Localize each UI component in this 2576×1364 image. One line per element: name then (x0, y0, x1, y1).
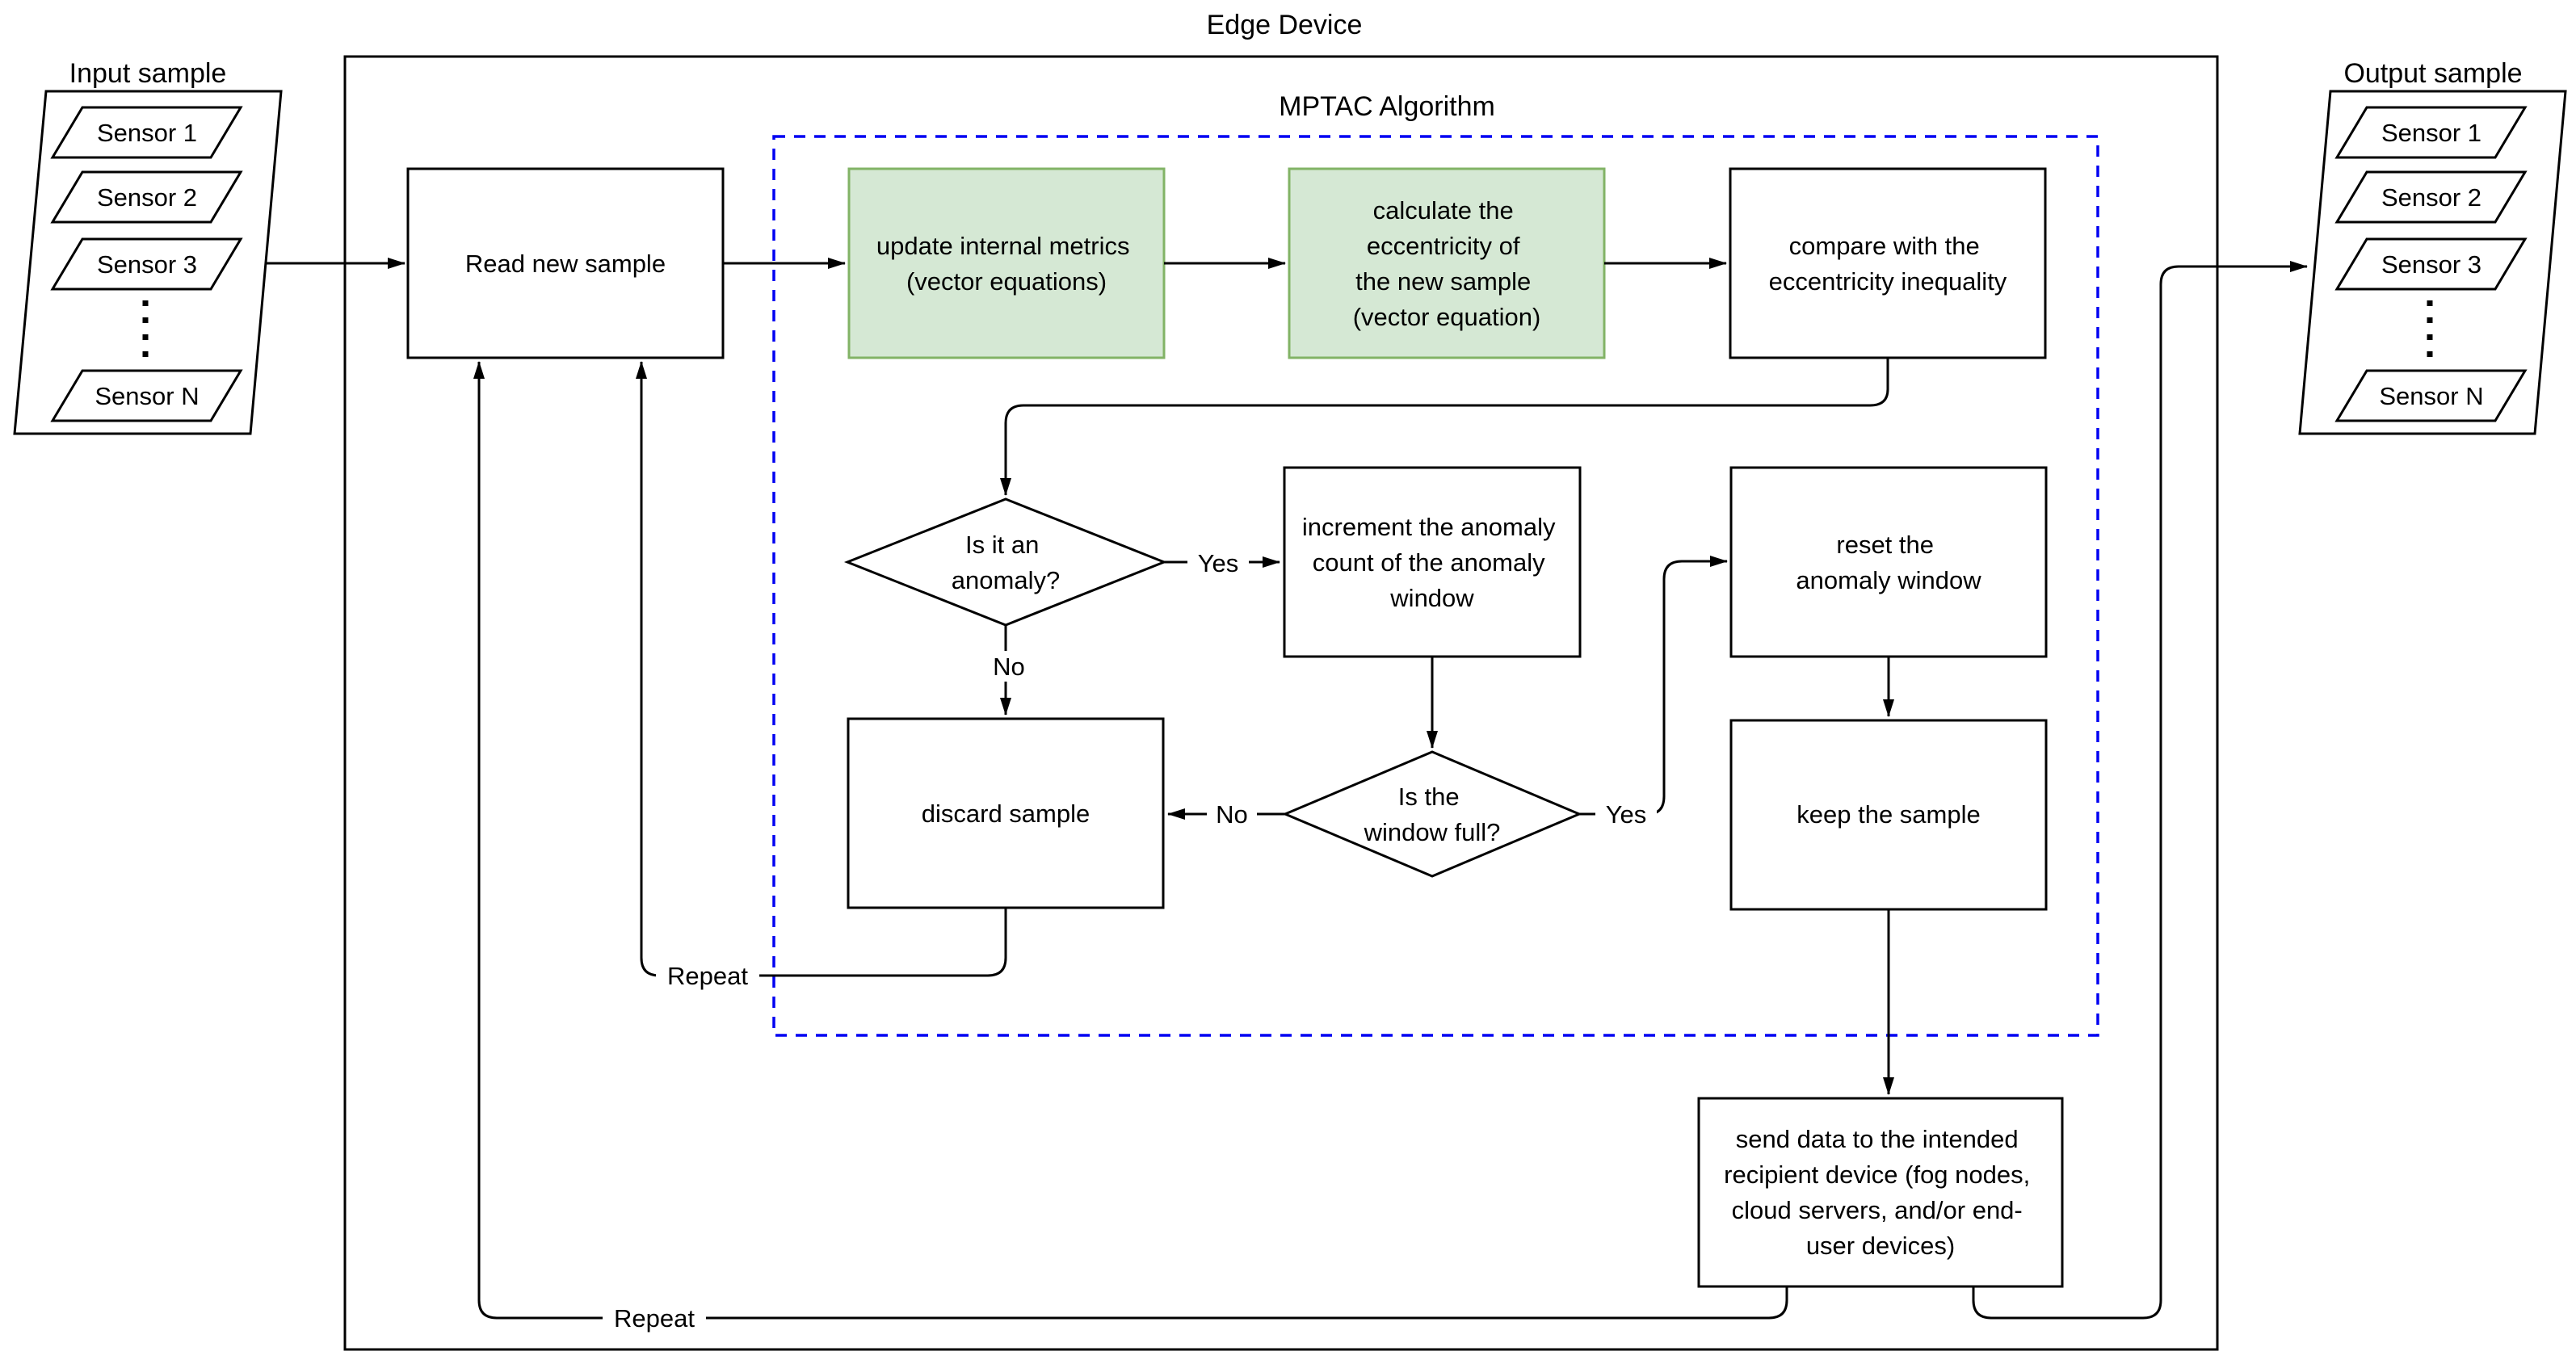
compare-inequality-label: compare with the eccentricity inequality (1769, 232, 2007, 296)
discard-sample-label: discard sample (922, 800, 1090, 828)
read-new-sample-node: Read new sample (406, 167, 725, 359)
reset-window-box (1729, 466, 2048, 658)
label-bg (1595, 799, 1657, 829)
update-metrics-box (847, 167, 1166, 359)
calc-eccentricity-label: calculate the eccentricity of the new sa… (1353, 196, 1541, 331)
input-sensor-1-label: Sensor 1 (97, 119, 197, 147)
arrow-windowfull-yes-to-reset (1579, 556, 1728, 816)
calc-eccentricity-box (1288, 167, 1606, 359)
read-new-sample-label: Read new sample (465, 250, 666, 278)
repeat-bottom-label: Repeat (603, 1302, 706, 1334)
is-window-full-label: Is the window full? (1364, 783, 1501, 846)
input-sensor-2-shape (50, 170, 243, 224)
is-window-full-decision: Is the window full? (1282, 750, 1582, 878)
edge-device-boundary (343, 55, 2219, 1351)
is-anomaly-decision: Is it an anomaly? (843, 497, 1168, 627)
label-bg (656, 959, 759, 992)
input-sensor-n-label: Sensor N (95, 382, 199, 410)
svg-text:Repeat: Repeat (614, 1304, 695, 1333)
input-sample-label: Input sample (69, 58, 227, 89)
increment-count-box (1283, 466, 1582, 658)
reset-window-node: reset the anomaly window (1729, 466, 2048, 658)
output-sample-panel: Output sample Sensor 1 Sensor 2 Sensor 3… (2298, 58, 2567, 435)
svg-text:No: No (993, 653, 1025, 681)
increment-count-label: increment the anomaly count of the anoma… (1302, 513, 1562, 612)
edge-device-title: Edge Device (1207, 10, 1363, 40)
svg-text:No: No (1216, 800, 1248, 829)
update-metrics-label: update internal metrics (vector equation… (876, 232, 1137, 296)
label-bg (603, 1302, 706, 1334)
input-sample-panel: Input sample Sensor 1 Sensor 2 Sensor 3 … (13, 58, 283, 435)
input-sensor-n-shape (50, 369, 243, 422)
input-sensor-1-shape (50, 106, 243, 159)
arrow-send-repeat-to-read (473, 361, 1788, 1320)
repeat-mid-label: Repeat (656, 959, 759, 992)
update-metrics-node: update internal metrics (vector equation… (847, 167, 1166, 359)
discard-sample-box (847, 717, 1165, 909)
increment-count-node: increment the anomaly count of the anoma… (1283, 466, 1582, 658)
output-sensor-2-shape (2334, 170, 2528, 224)
input-sensor-2-label: Sensor 2 (97, 183, 197, 212)
output-sensor-3-shape (2334, 237, 2528, 291)
output-sensor-n-label: Sensor N (2379, 382, 2483, 410)
label-bg (984, 651, 1034, 682)
svg-text:Yes: Yes (1198, 549, 1239, 577)
keep-sample-label: keep the sample (1796, 800, 1980, 829)
arrow-compare-to-anomaly (1000, 358, 1889, 496)
compare-inequality-node: compare with the eccentricity inequality (1729, 167, 2047, 359)
reset-window-label: reset the anomaly window (1796, 531, 1981, 594)
mptac-algorithm-title: MPTAC Algorithm (1279, 91, 1495, 122)
arrow-send-to-output (1972, 261, 2308, 1320)
svg-text:Yes: Yes (1606, 800, 1647, 829)
read-new-sample-box (406, 167, 725, 359)
compare-inequality-box (1729, 167, 2047, 359)
keep-sample-node: keep the sample (1729, 719, 2048, 911)
window-no-label: No (1207, 799, 1257, 829)
output-sensor-1-shape (2334, 106, 2528, 159)
output-sensor-3-label: Sensor 3 (2381, 250, 2481, 279)
label-bg (1207, 799, 1257, 829)
send-data-node: send data to the intended recipient devi… (1697, 1097, 2064, 1288)
output-sensor-1-label: Sensor 1 (2381, 119, 2481, 147)
anomaly-yes-label: Yes (1187, 548, 1249, 578)
label-bg (1187, 548, 1249, 578)
output-sample-label: Output sample (2343, 58, 2522, 89)
discard-sample-node: discard sample (847, 717, 1165, 909)
output-sensor-2-label: Sensor 2 (2381, 183, 2481, 212)
send-data-label: send data to the intended recipient devi… (1724, 1125, 2037, 1260)
is-window-full-diamond (1282, 750, 1582, 878)
svg-text:Repeat: Repeat (667, 962, 748, 990)
send-data-box (1697, 1097, 2064, 1288)
is-anomaly-label: Is it an anomaly? (952, 531, 1060, 594)
output-sensor-n-shape (2334, 369, 2528, 422)
window-yes-label: Yes (1595, 799, 1657, 829)
is-anomaly-diamond (843, 497, 1168, 627)
anomaly-no-label: No (984, 651, 1034, 682)
input-sensor-3-label: Sensor 3 (97, 250, 197, 279)
input-sensor-3-shape (50, 237, 243, 291)
keep-sample-box (1729, 719, 2048, 911)
arrow-discard-repeat-to-read (636, 361, 1007, 977)
calc-eccentricity-node: calculate the eccentricity of the new sa… (1288, 167, 1606, 359)
